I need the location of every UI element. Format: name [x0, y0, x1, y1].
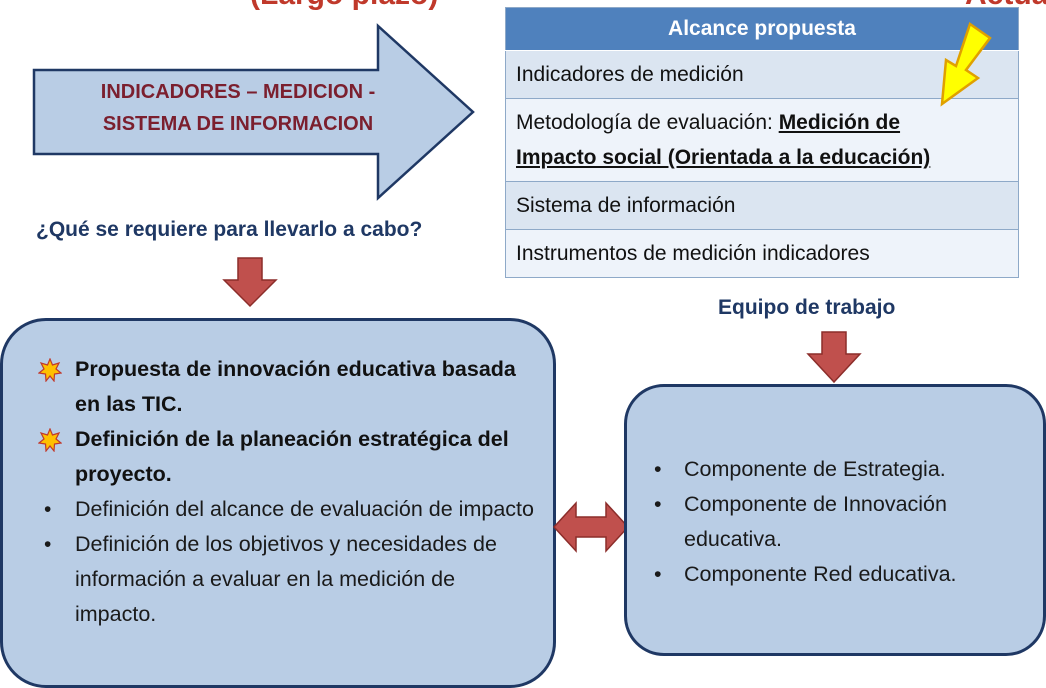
scope-row-methodology-emphasis-1: Medición de — [778, 111, 901, 134]
bullet-icon: • — [44, 498, 52, 521]
bullet-icon: • — [44, 533, 52, 556]
scope-row-indicators: Indicadores de medición — [505, 50, 1019, 99]
requirement-item-4: • Definición de los objetivos y necesida… — [38, 527, 538, 632]
bullet-icon: • — [654, 492, 662, 516]
requirement-text-1: Propuesta de innovación educativa basada… — [75, 357, 516, 416]
page-title-partial: (Largo plazo) — [250, 0, 438, 12]
requirement-text-3: Definición del alcance de evaluación de … — [75, 497, 534, 521]
scope-row-methodology: Metodología de evaluación: Medición de I… — [505, 98, 1019, 182]
component-item-3: • Componente Red educativa. — [650, 557, 1020, 592]
requirements-box — [0, 318, 556, 688]
page-title-right-partial: Actual — [965, 0, 1046, 12]
scope-table: Alcance propuesta Indicadores de medició… — [505, 7, 1019, 278]
bullet-icon: • — [654, 457, 662, 481]
indicators-arrow-line1: INDICADORES – MEDICION - — [100, 81, 376, 103]
team-components-list: • Componente de Estrategia. • Componente… — [650, 452, 1020, 592]
scope-row-instruments: Instrumentos de medición indicadores — [505, 229, 1019, 278]
down-arrow-right-icon — [806, 331, 862, 384]
component-item-2: • Componente de Innovación educativa. — [650, 487, 1020, 557]
component-text-3: Componente Red educativa. — [684, 562, 957, 586]
indicators-arrow-shape — [32, 23, 475, 201]
scope-row-info-system: Sistema de información — [505, 181, 1019, 230]
star-icon — [38, 358, 62, 382]
team-heading: Equipo de trabajo — [718, 296, 896, 319]
down-arrow-left-icon — [222, 257, 278, 308]
question-heading: ¿Qué se requiere para llevarlo a cabo? — [36, 218, 423, 241]
bullet-icon: • — [654, 562, 662, 586]
component-text-1: Componente de Estrategia. — [684, 457, 946, 481]
highlight-arrow-icon — [940, 22, 992, 107]
component-item-1: • Componente de Estrategia. — [650, 452, 1020, 487]
indicators-arrow-label: INDICADORES – MEDICION - SISTEMA DE INFO… — [58, 76, 418, 140]
indicators-arrow-line2: SISTEMA DE INFORMACION — [102, 113, 374, 135]
requirement-text-2: Definición de la planeación estratégica … — [75, 427, 509, 486]
requirement-text-4: Definición de los objetivos y necesidade… — [75, 532, 497, 626]
team-components-box — [624, 384, 1046, 656]
component-text-2: Componente de Innovación educativa. — [684, 492, 947, 551]
requirement-item-1: Propuesta de innovación educativa basada… — [38, 352, 538, 422]
scope-row-methodology-emphasis-2: Impacto social (Orientada a la educación… — [516, 146, 931, 169]
requirements-list: Propuesta de innovación educativa basada… — [38, 352, 538, 632]
requirement-item-2: Definición de la planeación estratégica … — [38, 422, 538, 492]
scope-row-methodology-label: Metodología de evaluación: — [516, 111, 779, 134]
double-arrow-icon — [552, 501, 630, 553]
requirement-item-3: • Definición del alcance de evaluación d… — [38, 492, 538, 527]
star-icon — [38, 428, 62, 452]
scope-table-header: Alcance propuesta — [505, 7, 1019, 51]
